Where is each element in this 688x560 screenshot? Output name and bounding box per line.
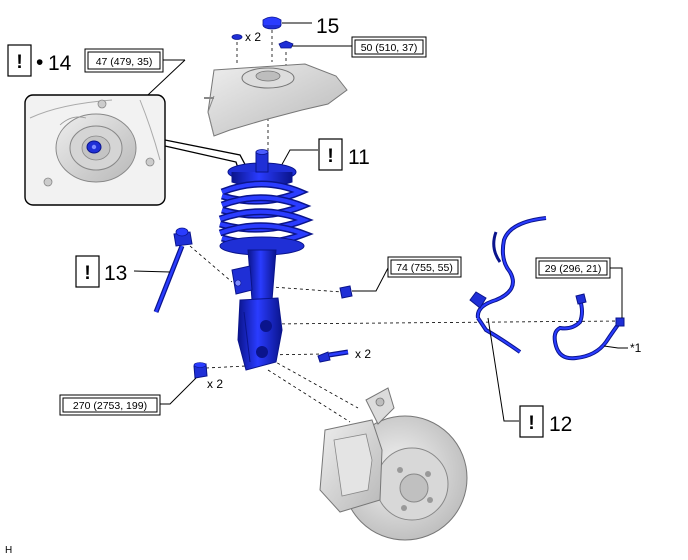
speed-sensor-harness — [469, 216, 547, 354]
caution-box-13: ! — [75, 255, 100, 288]
annotation-star1: *1 — [630, 341, 642, 355]
torque-box-mount-nut: 50 (510, 37) — [351, 36, 427, 58]
leader-line-stab-nut — [352, 267, 389, 292]
brake-disc-and-caliper — [319, 387, 468, 541]
knuckle-nut — [193, 362, 208, 379]
caution-mark-13: ! — [84, 263, 90, 284]
view-direction-label: H — [5, 545, 12, 556]
caution-box-14: ! — [7, 44, 32, 77]
quantity-label-knuckle-bolts: x 2 — [355, 347, 371, 361]
knuckle-bolts — [317, 349, 349, 363]
caution-mark-14: ! — [16, 52, 22, 73]
torque-value-knuckle: 270 (2753, 199) — [73, 400, 147, 412]
leader-line-star1 — [603, 345, 628, 349]
torque-value-top-nut: 47 (479, 35) — [96, 56, 153, 68]
callout-number-14: 14 — [48, 52, 72, 75]
brake-hose — [552, 293, 625, 361]
quantity-label-knuckle-nuts: x 2 — [207, 377, 223, 391]
torque-value-stab-nut: 74 (755, 55) — [396, 262, 453, 274]
mounting-nut — [278, 40, 294, 49]
torque-box-hose-bolt: 29 (296, 21) — [535, 257, 611, 279]
callout-number-15: 15 — [316, 15, 339, 38]
stabilizer-link-nut — [339, 285, 353, 299]
callout-bullet-14: • — [36, 51, 43, 74]
torque-value-hose-bolt: 29 (296, 21) — [545, 263, 602, 275]
quantity-label-mount-nuts: x 2 — [245, 30, 261, 44]
caution-box-11: ! — [318, 138, 343, 171]
callout-number-13: 13 — [104, 262, 127, 285]
stabilizer-link — [153, 227, 193, 313]
torque-box-stab-nut: 74 (755, 55) — [387, 256, 462, 278]
leader-line-knuckle-nut — [160, 377, 197, 405]
callout-number-12: 12 — [549, 413, 572, 436]
torque-box-knuckle: 270 (2753, 199) — [59, 394, 161, 416]
strut-tower-panel — [204, 63, 348, 137]
leader-line-12 — [487, 317, 519, 422]
leader-line-11 — [279, 149, 318, 169]
torque-box-top-nut: 47 (479, 35) — [84, 48, 164, 73]
callout-number-11: 11 — [348, 146, 370, 169]
cap-part-15 — [262, 16, 282, 30]
shock-absorber-strut — [218, 149, 314, 371]
torque-value-mount-nut: 50 (510, 37) — [361, 42, 418, 54]
caution-box-12: ! — [519, 405, 544, 438]
leader-line-13 — [133, 270, 171, 273]
detail-inset — [24, 94, 166, 206]
leader-line-hose-bolt — [610, 267, 623, 318]
mount-nut-small — [231, 34, 243, 40]
caution-mark-12: ! — [528, 413, 534, 434]
caution-mark-11: ! — [327, 146, 333, 167]
